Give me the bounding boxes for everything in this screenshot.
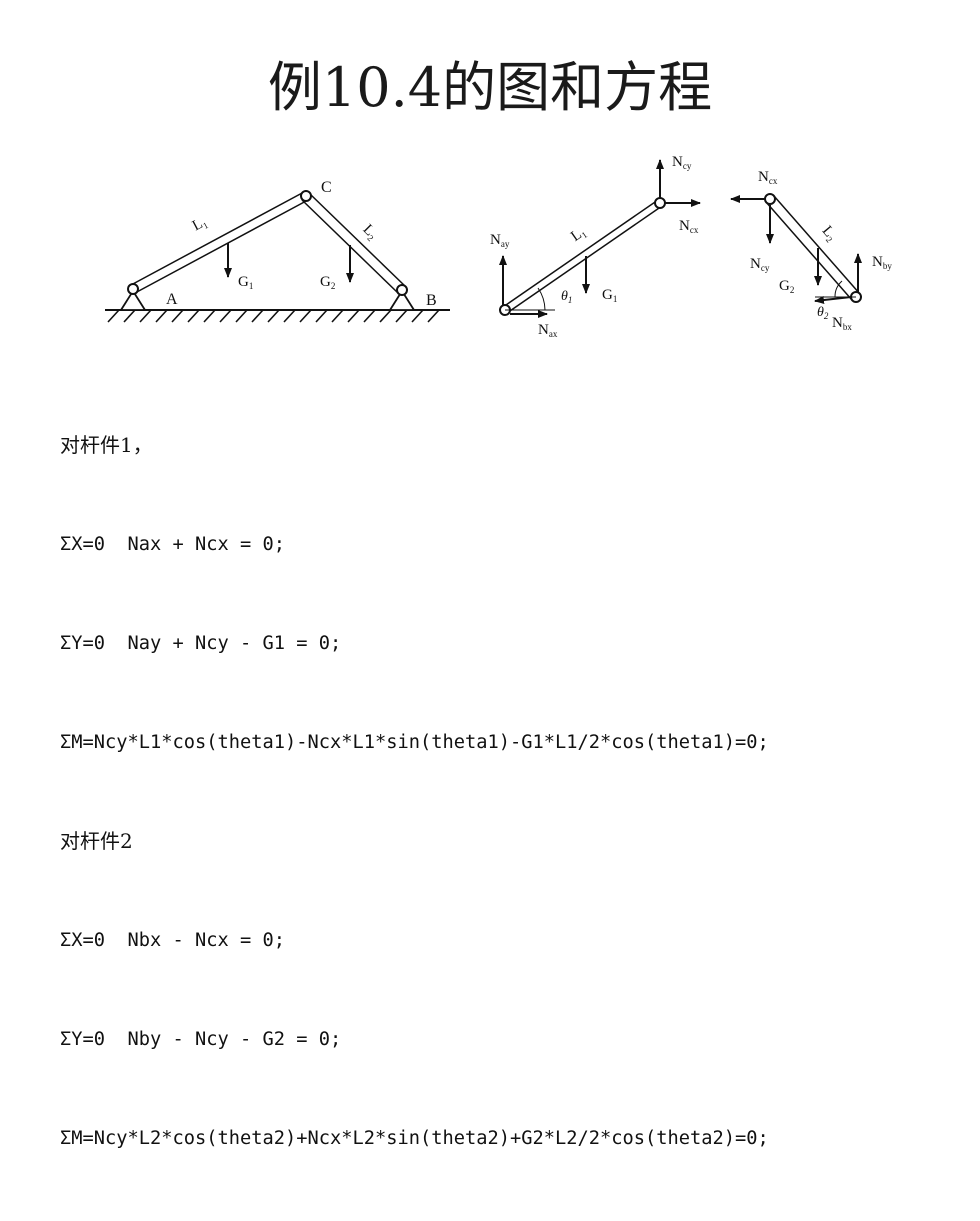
member2-eq-sum-y: ΣY=0 Nby - Ncy - G2 = 0; xyxy=(60,1029,342,1050)
pin-support-b xyxy=(388,289,416,311)
member1-eq-sum-x: ΣX=0 Nax + Ncx = 0; xyxy=(60,534,286,555)
label-theta1: θ1 xyxy=(561,289,572,305)
ground-hatching xyxy=(107,309,440,323)
label-ncx-fbd1: Ncx xyxy=(679,218,699,235)
label-c: C xyxy=(321,179,332,196)
label-ncy-fbd1: Ncy xyxy=(672,154,692,171)
figure-free-body-bar2: Ncx Ncy L2 G2 Nby Nbx θ2 xyxy=(730,169,892,332)
member1-eq-sum-m: ΣM=Ncy*L1*cos(theta1)-Ncx*L1*sin(theta1)… xyxy=(60,732,769,753)
joint-b xyxy=(396,284,408,296)
label-a: A xyxy=(166,291,178,308)
label-l1: L1 xyxy=(190,214,210,235)
member2-eq-sum-x: ΣX=0 Nbx - Ncx = 0; xyxy=(60,930,286,951)
member2-heading: 对杆件2 xyxy=(60,829,133,853)
label-l2-fbd: L2 xyxy=(818,223,840,244)
label-nax: Nax xyxy=(538,322,558,339)
label-l1-fbd: L1 xyxy=(568,224,589,246)
label-theta2: θ2 xyxy=(817,305,829,321)
bar-l1-fbd xyxy=(502,199,663,314)
label-nby: Nby xyxy=(872,254,892,271)
equations-block: 对杆件1， ΣX=0 Nax + Ncx = 0; ΣY=0 Nay + Ncy… xyxy=(60,363,960,1221)
figure-free-body-bar1: Ncy Ncx Nay Nax L1 G1 θ1 xyxy=(490,154,701,339)
mechanics-diagrams: C A B L1 L2 G1 G2 xyxy=(105,154,892,339)
label-g1: G1 xyxy=(238,274,253,291)
figures-area: C A B L1 L2 G1 G2 xyxy=(0,150,980,365)
joint-a xyxy=(127,283,139,295)
label-g2-fbd: G2 xyxy=(779,278,794,295)
label-nay: Nay xyxy=(490,232,510,249)
slide-title: 例10.4的图和方程 xyxy=(267,56,713,119)
bar-l2-fbd xyxy=(765,195,861,301)
label-b: B xyxy=(426,292,437,309)
label-l2: L2 xyxy=(359,222,381,244)
joint-c xyxy=(300,190,312,202)
label-ncx-fbd2: Ncx xyxy=(758,169,778,186)
member1-heading: 对杆件1， xyxy=(60,433,153,457)
label-nbx: Nbx xyxy=(832,315,852,332)
angle-arc-theta2 xyxy=(834,280,843,298)
label-g1-fbd: G1 xyxy=(602,287,617,304)
joint-c-fbd2 xyxy=(764,193,776,205)
bar-l1 xyxy=(130,191,309,294)
label-g2: G2 xyxy=(320,274,335,291)
slide: 例10.4的图和方程 xyxy=(0,56,980,1149)
label-ncy-fbd2: Ncy xyxy=(750,256,770,273)
force-arrow-nbx xyxy=(814,296,852,304)
pin-support-a xyxy=(119,289,147,311)
bar-l2 xyxy=(301,193,407,294)
member1-eq-sum-y: ΣY=0 Nay + Ncy - G1 = 0; xyxy=(60,633,342,654)
member2-eq-sum-m: ΣM=Ncy*L2*cos(theta2)+Ncx*L2*sin(theta2)… xyxy=(60,1128,769,1149)
joint-c-fbd xyxy=(654,197,666,209)
angle-arc-theta1 xyxy=(537,287,546,311)
figure-assembled-structure: C A B L1 L2 G1 G2 xyxy=(105,179,450,323)
